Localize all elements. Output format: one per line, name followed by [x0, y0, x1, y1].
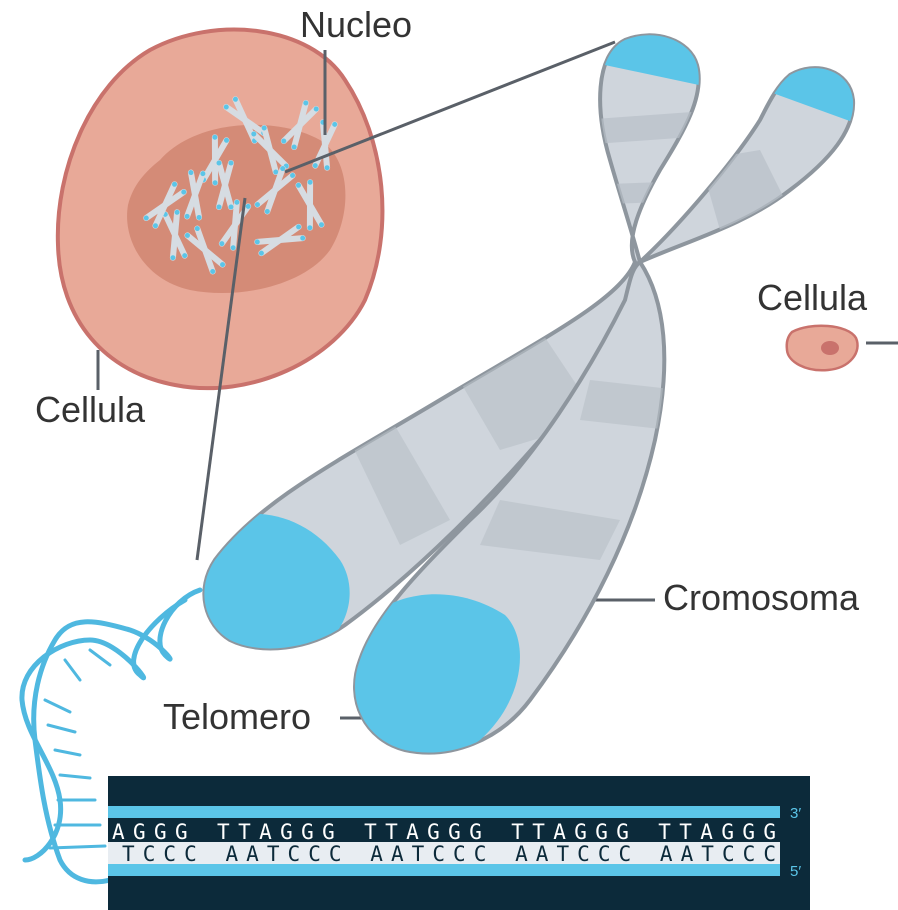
cell-small-nucleus	[821, 341, 839, 355]
label-telomere: Telomero	[163, 697, 311, 737]
label-cell-large: Cellula	[35, 390, 145, 430]
cell-large	[58, 30, 383, 389]
cell-small	[787, 326, 858, 371]
label-nucleus: Nucleo	[300, 5, 412, 45]
dna-end-3: 3′	[790, 805, 801, 822]
dna-sequence-panel: AGGG TTAGGG TTAGGG TTAGGG TTAGGG TCCC AA…	[108, 776, 810, 910]
dna-backbone-top	[108, 806, 780, 818]
dna-end-5: 5′	[790, 863, 801, 880]
label-cell-small: Cellula	[757, 278, 867, 318]
label-chromosome: Cromosoma	[663, 578, 859, 618]
